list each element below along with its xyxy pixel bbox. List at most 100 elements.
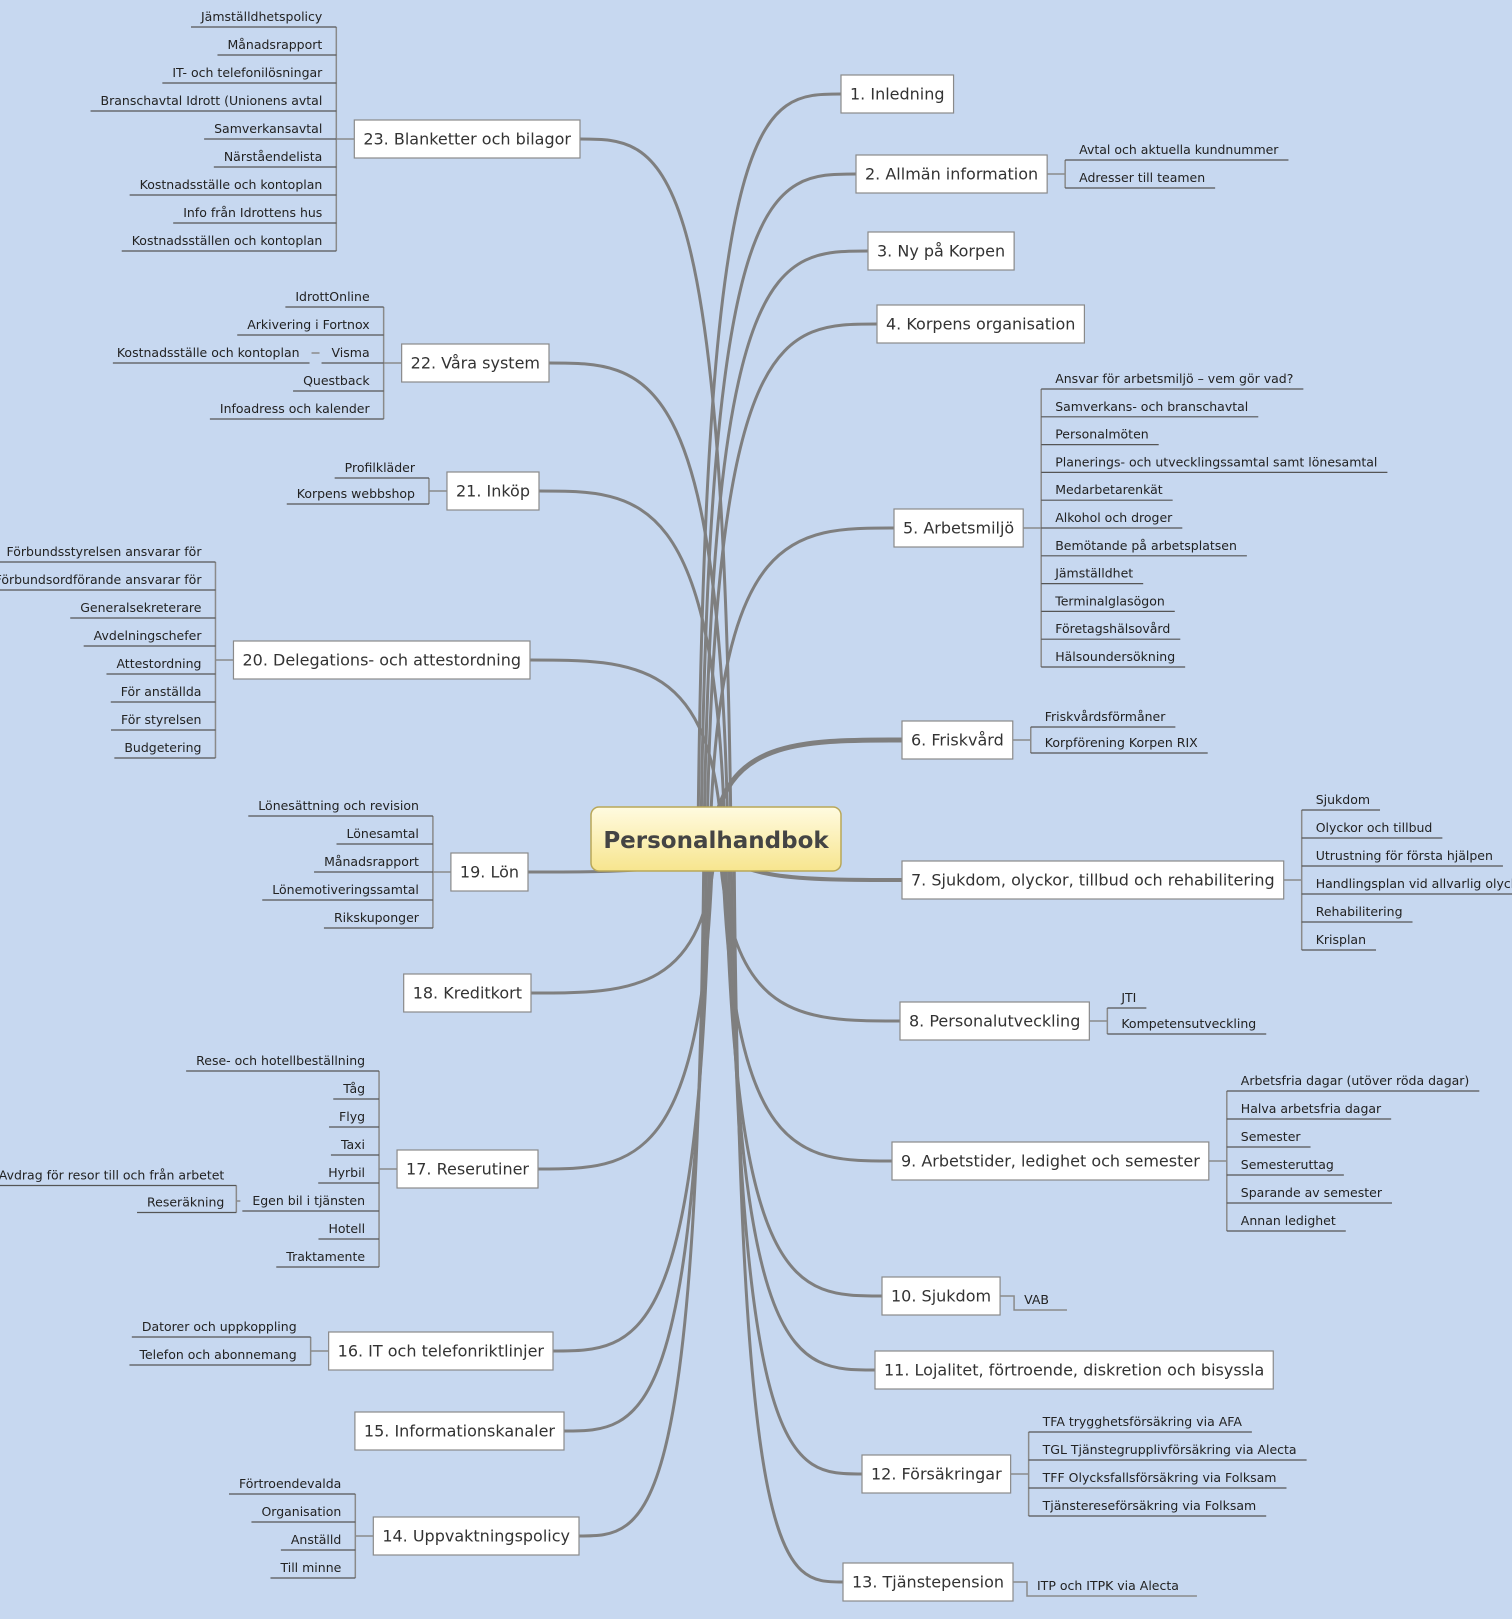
subtopic-telefon-och-abonnemang[interactable]: Telefon och abonnemang [138, 1347, 296, 1362]
subtopic-it-och-telefonilosningar[interactable]: IT- och telefonilösningar [172, 65, 323, 80]
topic-box-19-lon[interactable] [450, 852, 529, 892]
subtopic-budgetering[interactable]: Budgetering [124, 740, 201, 755]
subtopic-infoadress-och-kalender[interactable]: Infoadress och kalender [220, 401, 371, 416]
subtopic-semesteruttag[interactable]: Semesteruttag [1241, 1157, 1334, 1172]
subtopic-halva-arbetsfria-dagar[interactable]: Halva arbetsfria dagar [1241, 1101, 1382, 1116]
subtopic-rehabilitering[interactable]: Rehabilitering [1316, 904, 1403, 919]
subtopic-alkohol-och-droger[interactable]: Alkohol och droger [1055, 510, 1173, 525]
subtopic-halsoundersokning[interactable]: Hälsoundersökning [1055, 649, 1175, 664]
topic-box-1-inledning[interactable] [840, 74, 955, 114]
topic-box-10-sjukdom[interactable] [881, 1276, 1001, 1316]
topic-19-lon[interactable]: 19. Lön [450, 852, 529, 892]
subtopic-avdelningschefer[interactable]: Avdelningschefer [94, 628, 203, 643]
topic-10-sjukdom[interactable]: 10. Sjukdom [881, 1276, 1001, 1316]
subtopic-till-minne[interactable]: Till minne [279, 1560, 341, 1575]
topic-box-2-allman-information[interactable] [855, 154, 1048, 194]
topic-box-13-tjanstepension[interactable] [842, 1562, 1014, 1602]
subtopic-ansvar-for-arbetsmiljo-vem-gor-vad[interactable]: Ansvar för arbetsmiljö – vem gör vad? [1055, 371, 1293, 386]
subtopic-profilklader[interactable]: Profilkläder [345, 460, 416, 475]
topic-box-23-blanketter-och-bilagor[interactable] [353, 119, 581, 159]
subtopic-egen-bil-i-tjansten[interactable]: Egen bil i tjänsten [252, 1193, 365, 1208]
topic-box-4-korpens-organisation[interactable] [876, 304, 1086, 344]
subtopic-hotell[interactable]: Hotell [328, 1221, 365, 1236]
topic-box-11-lojalitet-fortroende-diskretion-och-bisyssla[interactable] [874, 1350, 1274, 1390]
subtopic-lonemotiveringssamtal[interactable]: Lönemotiveringssamtal [272, 882, 419, 897]
topic-17-reserutiner[interactable]: 17. Reserutiner [396, 1149, 539, 1189]
subtopic-jti[interactable]: JTI [1120, 990, 1136, 1005]
subtopic-lonesamtal[interactable]: Lönesamtal [347, 826, 419, 841]
topic-box-15-informationskanaler[interactable] [354, 1411, 565, 1451]
subtopic-itp-och-itpk-via-alecta[interactable]: ITP och ITPK via Alecta [1037, 1578, 1179, 1593]
subtopic-organisation[interactable]: Organisation [261, 1504, 341, 1519]
subtopic-krisplan[interactable]: Krisplan [1316, 932, 1366, 947]
subtopic-sjukdom[interactable]: Sjukdom [1316, 792, 1370, 807]
subtopic-attestordning[interactable]: Attestordning [116, 656, 201, 671]
subtopic-tgl-tjanstegrupplivforsakring-via-alecta[interactable]: TGL Tjänstegrupplivförsäkring via Alecta [1042, 1442, 1297, 1457]
subtopic-korpforening-korpen-rix[interactable]: Korpförening Korpen RIX [1045, 735, 1198, 750]
topic-1-inledning[interactable]: 1. Inledning [840, 74, 955, 114]
topic-16-it-och-telefonriktlinjer[interactable]: 16. IT och telefonriktlinjer [328, 1331, 554, 1371]
subtopic-avdrag-for-resor-till-och-fran-arbetet[interactable]: Avdrag för resor till och från arbetet [0, 1168, 224, 1183]
subtopic-questback[interactable]: Questback [303, 373, 370, 388]
subtopic-kostnadsstallen-och-kontoplan[interactable]: Kostnadsställen och kontoplan [132, 233, 323, 248]
subtopic-info-fran-idrottens-hus[interactable]: Info från Idrottens hus [183, 205, 322, 220]
central-topic-box[interactable] [590, 806, 842, 872]
subtopic-personalmoten[interactable]: Personalmöten [1055, 427, 1148, 442]
subtopic-arbetsfria-dagar-utover-roda-dagar[interactable]: Arbetsfria dagar (utöver röda dagar) [1241, 1073, 1470, 1088]
subtopic-medarbetarenkat[interactable]: Medarbetarenkät [1055, 482, 1163, 497]
topic-21-inkop[interactable]: 21. Inköp [446, 471, 540, 511]
subtopic-hyrbil[interactable]: Hyrbil [328, 1165, 365, 1180]
subtopic-utrustning-for-forsta-hjalpen[interactable]: Utrustning för första hjälpen [1316, 848, 1493, 863]
subtopic-vab[interactable]: VAB [1024, 1292, 1049, 1307]
subtopic-jamstalldhet[interactable]: Jämställdhet [1054, 566, 1133, 581]
topic-14-uppvaktningspolicy[interactable]: 14. Uppvaktningspolicy [372, 1516, 580, 1556]
topic-box-22-vara-system[interactable] [401, 343, 550, 383]
topic-22-vara-system[interactable]: 22. Våra system [401, 343, 550, 383]
topic-6-friskvard[interactable]: 6. Friskvård [901, 720, 1014, 760]
subtopic-narstaendelista[interactable]: Närståendelista [224, 149, 322, 164]
subtopic-for-styrelsen[interactable]: För styrelsen [121, 712, 201, 727]
subtopic-jamstalldhetspolicy[interactable]: Jämställdhetspolicy [200, 9, 323, 24]
topic-9-arbetstider-ledighet-och-semester[interactable]: 9. Arbetstider, ledighet och semester [891, 1141, 1210, 1181]
subtopic-korpens-webbshop[interactable]: Korpens webbshop [297, 486, 415, 501]
subtopic-tjanstereseforsakring-via-folksam[interactable]: Tjänstereseförsäkring via Folksam [1042, 1498, 1257, 1513]
topic-8-personalutveckling[interactable]: 8. Personalutveckling [899, 1001, 1090, 1041]
topic-box-14-uppvaktningspolicy[interactable] [372, 1516, 580, 1556]
subtopic-terminalglasogon[interactable]: Terminalglasögon [1054, 593, 1165, 608]
topic-box-8-personalutveckling[interactable] [899, 1001, 1090, 1041]
topic-23-blanketter-och-bilagor[interactable]: 23. Blanketter och bilagor [353, 119, 581, 159]
subtopic-samverkansavtal[interactable]: Samverkansavtal [214, 121, 322, 136]
subtopic-tag[interactable]: Tåg [342, 1081, 365, 1096]
subtopic-kostnadsstalle-och-kontoplan[interactable]: Kostnadsställe och kontoplan [117, 345, 300, 360]
topic-3-ny-pa-korpen[interactable]: 3. Ny på Korpen [867, 231, 1015, 271]
subtopic-datorer-och-uppkoppling[interactable]: Datorer och uppkoppling [142, 1319, 297, 1334]
subtopic-fortroendevalda[interactable]: Förtroendevalda [239, 1476, 341, 1491]
subtopic-samverkans-och-branschavtal[interactable]: Samverkans- och branschavtal [1055, 399, 1248, 414]
subtopic-foretagshalsovard[interactable]: Företagshälsovård [1055, 621, 1170, 636]
subtopic-adresser-till-teamen[interactable]: Adresser till teamen [1079, 170, 1205, 185]
subtopic-bemotande-pa-arbetsplatsen[interactable]: Bemötande på arbetsplatsen [1055, 538, 1237, 553]
subtopic-traktamente[interactable]: Traktamente [285, 1249, 365, 1264]
topic-box-7-sjukdom-olyckor-tillbud-och-rehabilitering[interactable] [901, 860, 1285, 900]
topic-15-informationskanaler[interactable]: 15. Informationskanaler [354, 1411, 565, 1451]
topic-box-5-arbetsmiljo[interactable] [893, 508, 1024, 548]
central-topic[interactable]: Personalhandbok [590, 806, 842, 872]
topic-13-tjanstepension[interactable]: 13. Tjänstepension [842, 1562, 1014, 1602]
subtopic-arkivering-i-fortnox[interactable]: Arkivering i Fortnox [247, 317, 369, 332]
subtopic-sparande-av-semester[interactable]: Sparande av semester [1241, 1185, 1383, 1200]
subtopic-annan-ledighet[interactable]: Annan ledighet [1241, 1213, 1336, 1228]
topic-box-21-inkop[interactable] [446, 471, 540, 511]
subtopic-manadsrapport[interactable]: Månadsrapport [324, 854, 419, 869]
subtopic-visma[interactable]: Visma [332, 345, 370, 360]
topic-box-9-arbetstider-ledighet-och-semester[interactable] [891, 1141, 1210, 1181]
subtopic-idrottonline[interactable]: IdrottOnline [295, 289, 370, 304]
subtopic-anstalld[interactable]: Anställd [291, 1532, 341, 1547]
subtopic-forbundsordforande-ansvarar-for[interactable]: Förbundsordförande ansvarar för [0, 572, 202, 587]
subtopic-semester[interactable]: Semester [1241, 1129, 1302, 1144]
topic-box-16-it-och-telefonriktlinjer[interactable] [328, 1331, 554, 1371]
topic-5-arbetsmiljo[interactable]: 5. Arbetsmiljö [893, 508, 1024, 548]
subtopic-manadsrapport[interactable]: Månadsrapport [227, 37, 322, 52]
topic-7-sjukdom-olyckor-tillbud-och-rehabilitering[interactable]: 7. Sjukdom, olyckor, tillbud och rehabil… [901, 860, 1285, 900]
subtopic-reserakning[interactable]: Reseräkning [147, 1195, 224, 1210]
subtopic-taxi[interactable]: Taxi [340, 1137, 365, 1152]
